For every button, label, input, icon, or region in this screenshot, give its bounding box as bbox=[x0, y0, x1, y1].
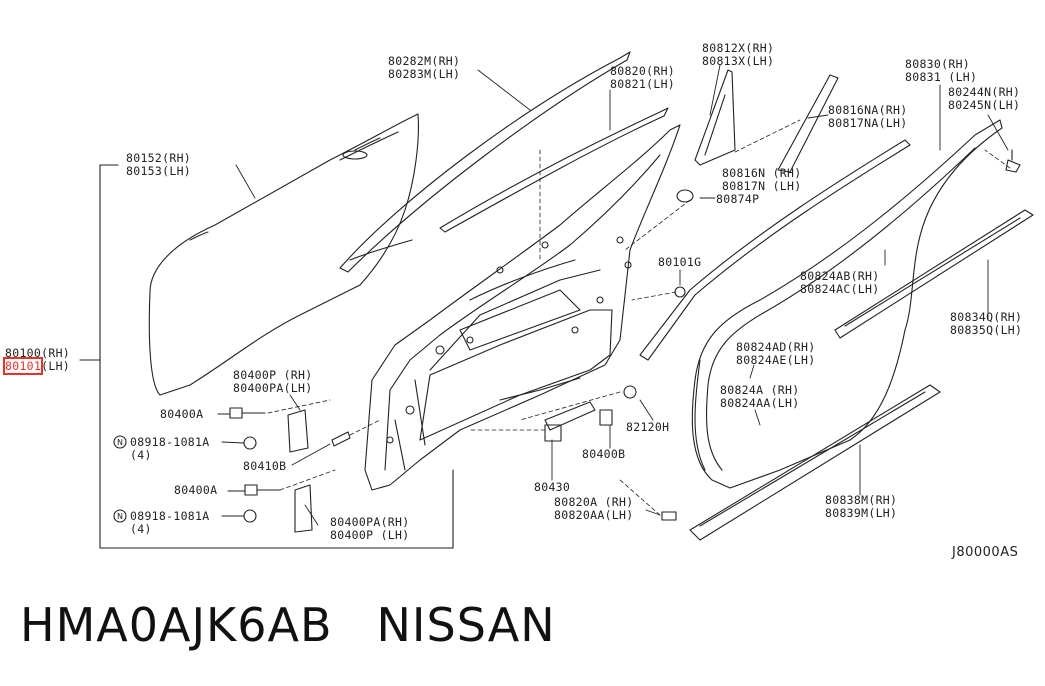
label-pin: 80410B bbox=[243, 459, 287, 473]
sill-seal bbox=[689, 384, 941, 541]
plug bbox=[623, 385, 637, 399]
hinge-upper bbox=[287, 409, 309, 453]
n-symbol-lower bbox=[113, 509, 127, 523]
bolt-lower bbox=[244, 484, 258, 496]
inner-weatherstrip bbox=[439, 107, 669, 233]
svg-text:N: N bbox=[117, 438, 123, 447]
label-hinge-upper: 80400P (RH)80400PA(LH) bbox=[233, 368, 313, 395]
clip-mid bbox=[674, 286, 686, 298]
lower-seal bbox=[834, 209, 1034, 339]
outer-door-panel bbox=[148, 113, 419, 396]
clip-top bbox=[1005, 159, 1021, 173]
label-nut-upper: 08918-1081A(4) bbox=[130, 435, 210, 462]
highlighted-part-number[interactable]: 80101 bbox=[2, 357, 44, 375]
label-seal-lower: 80834Q(RH)80835Q(LH) bbox=[950, 310, 1023, 337]
sash-finisher bbox=[777, 74, 839, 173]
label-clip-top: 80244N(RH)80245N(LH) bbox=[948, 85, 1021, 112]
footer-caption: HMA0AJK6AB NISSAN bbox=[20, 598, 600, 652]
n-symbol-upper bbox=[113, 435, 127, 449]
pin bbox=[331, 431, 351, 447]
bolt-check bbox=[599, 409, 613, 426]
label-bolt-lower: 80400A bbox=[174, 483, 218, 497]
label-hinge-lower: 80400PA(RH)80400P (LH) bbox=[330, 515, 410, 542]
nut-lower bbox=[243, 509, 257, 523]
footer-brand: NISSAN bbox=[376, 598, 556, 652]
nut-upper bbox=[243, 436, 257, 450]
label-grommet: 80874P bbox=[716, 192, 760, 206]
diagram-code: J80000AS bbox=[952, 545, 1019, 560]
label-clip-ad: 80824AD(RH)80824AE(LH) bbox=[736, 340, 816, 367]
label-weatherstrip-main: 80830(RH)80831 (LH) bbox=[905, 57, 978, 84]
label-seal-sill: 80838M(RH)80839M(LH) bbox=[825, 493, 898, 520]
screw-820a bbox=[661, 511, 677, 521]
label-bolt-upper: 80400A bbox=[160, 407, 204, 421]
sash-seal bbox=[639, 139, 911, 361]
door-inner-shell bbox=[364, 124, 681, 491]
footer-part-number: HMA0AJK6AB bbox=[20, 598, 333, 652]
label-weatherstrip-inner: 80820(RH)80821(LH) bbox=[610, 64, 676, 91]
label-clip-820a: 80820A (RH)80820AA(LH) bbox=[554, 495, 634, 522]
label-clip-ab: 80824AB(RH)80824AC(LH) bbox=[800, 269, 880, 296]
label-sash-finisher: 80816NA(RH)80817NA(LH) bbox=[828, 103, 908, 130]
label-plug: 82120H bbox=[626, 420, 670, 434]
sash-cover bbox=[694, 69, 736, 166]
check-link bbox=[544, 401, 596, 431]
label-outer-panel: 80152(RH)80153(LH) bbox=[126, 151, 192, 178]
main-weatherstrip bbox=[691, 119, 1003, 489]
label-door-shell: 80100(RH)80101(LH) bbox=[2, 346, 71, 375]
hinge-lower bbox=[294, 484, 313, 533]
label-nut-lower: 08918-1081A(4) bbox=[130, 509, 210, 536]
label-bolt-check: 80400B bbox=[582, 447, 626, 461]
assembly-bracket bbox=[99, 164, 454, 549]
grommet bbox=[676, 189, 694, 203]
bolt-upper bbox=[229, 407, 243, 419]
label-clip-mid: 80101G bbox=[658, 255, 702, 269]
label-check-link: 80430 bbox=[534, 480, 571, 494]
svg-text:N: N bbox=[117, 512, 123, 521]
label-sash-cover: 80812X(RH)80813X(LH) bbox=[702, 41, 775, 68]
label-moulding-outer: 80282M(RH)80283M(LH) bbox=[388, 54, 461, 81]
label-clip-a: 80824A (RH)80824AA(LH) bbox=[720, 383, 800, 410]
label-sash-seal: 80816N (RH)80817N (LH) bbox=[722, 166, 802, 193]
outer-belt-moulding bbox=[339, 51, 631, 273]
